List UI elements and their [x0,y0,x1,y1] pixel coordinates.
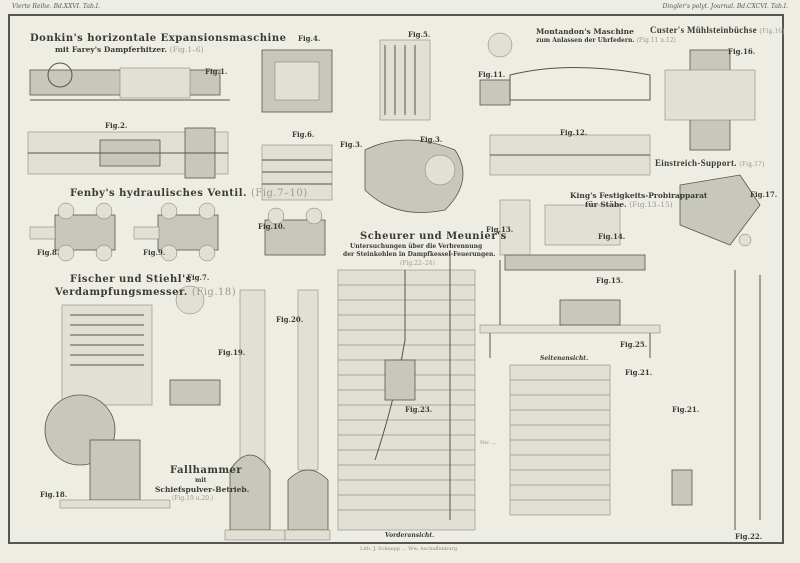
fig-label: Fig.3. [340,140,363,149]
fig-label: Fig.23. [405,405,433,414]
level-label: Niv. ... [480,440,497,446]
fig-label: Fig.6. [292,130,315,139]
donkin-title: Donkin's horizontale Expansionsmaschine [30,33,287,44]
fig-label: Fig.15. [596,276,624,285]
imprint: Lith. J. Schnepp ... Ww. Aschaffenburg [360,546,458,552]
king-sub: für Stäbe. (Fig.13–15) [585,200,673,209]
fischer-title: Fischer und Stiehl's [70,274,192,285]
fig-label: Fig.14. [598,232,626,241]
montandon-ref: (Fig.11 u.12) [636,37,677,44]
scheurer-ref: (Fig.22–24) [400,260,435,267]
plate-border [8,14,784,544]
fallhammer-ref: (Fig.19 u.20.) [172,495,214,502]
fig-label: Fig.19. [218,348,246,357]
fenby-ref: (Fig.7–10) [250,188,308,199]
fig-label: Fig.3. [420,135,443,144]
fig4-drawing [261,49,333,113]
fig-label: Fig.9. [143,248,166,257]
montandon-title: Montandon's Maschine [536,27,634,36]
donkin-ref: (Fig.1–6) [169,45,204,54]
fig7-drawing [169,285,221,406]
king-ref: (Fig.13–15) [629,200,673,209]
einstreich-ref: (Fig.17) [739,160,765,168]
montandon-subtitle: zum Anlassen der Uhrfedern. [536,37,635,44]
fig6-drawing [261,144,333,201]
fig-label: Fig.2. [105,121,128,130]
fig11-montandon [479,32,651,106]
fig-label: Fig.17. [750,190,778,199]
scheurer-line1: Untersuchungen über die Verbrennung [350,243,483,250]
fig3-drawing [364,139,464,213]
fig-label: Fig.20. [276,315,304,324]
fig-label: Fig.8. [37,248,60,257]
einstreich-heading: Einstreich-Support. (Fig.17) [655,158,765,168]
fig17-support [679,174,761,247]
fig25-testing-table [479,260,661,358]
donkin-subtitle: mit Farey's Dampferhitzer. [55,45,168,54]
fig-label: Fig.11. [478,70,506,79]
custer-title: Custer's Mühlsteinbüchse [650,25,757,35]
custer-heading: Custer's Mühlsteinbüchse (Fig.16) [650,25,785,35]
donkin-sub: mit Farey's Dampferhitzer. (Fig.1–6) [55,45,204,54]
custer-ref: (Fig.16) [759,27,785,35]
king-title: King's Festigkeits-Probirapparat [570,191,708,200]
fig13-15-king [499,199,646,271]
fig-label: Fig.1. [205,67,228,76]
fig20-fallhammer [284,289,331,541]
fig-label: Fig.21. [625,368,653,377]
fig-label: Fig.5. [408,30,431,39]
fig-label: Fig.16. [728,47,756,56]
header-right: Dingler's polyt. Journal. Bd.CXCVI. Tab.… [662,3,788,10]
fischer-ref: (Fig.18) [191,287,237,298]
fig23-brick-wall-front [337,250,476,531]
fig5-drawing [379,39,431,121]
montandon-sub: zum Anlassen der Uhrfedern. (Fig.11 u.12… [536,37,676,44]
fig-label: Fig.12. [560,128,588,137]
fig10-valve [264,207,326,256]
fig18-evaporation-meter [44,304,171,509]
vorderansicht-label: Vorderansicht. [385,532,435,539]
fig-label: Fig.13. [486,225,514,234]
fig-label: Fig.10. [258,222,286,231]
fig-label: Fig.25. [620,340,648,349]
fig22-column [671,270,761,530]
fig21-brick-wall-side [509,364,611,516]
fig2-plan-drawing [27,127,229,179]
einstreich-title: Einstreich-Support. [655,158,737,168]
king-subtitle: für Stäbe. [585,200,627,209]
fenby-heading: Fenby's hydraulisches Ventil. (Fig.7–10) [70,188,308,199]
fig12-montandon-plan [489,134,651,176]
fig1-engine-drawing [29,62,230,101]
fig-label: Fig.21. [672,405,700,414]
fig19-fallhammer [224,289,286,541]
fig16-custer [664,49,756,151]
fig8-valve [29,202,116,262]
fallhammer-sub: Schiefspulver-Betrieb. [155,485,250,494]
seitenansicht-label: Seitenansicht. [540,355,589,362]
fig-label: Fig.4. [298,34,321,43]
scheurer-title: Scheurer und Meunier's [360,231,507,242]
fig-label: Fig.22. [735,532,763,541]
fig-label: Fig.7. [187,273,210,282]
fallhammer-title: Fallhammer [170,465,243,476]
fischer-subtitle: Verdampfungsmesser. [55,287,188,298]
fenby-title: Fenby's hydraulisches Ventil. [70,188,247,199]
fig9-valve [133,202,219,262]
fig-label: Fig.18. [40,490,68,499]
fischer-sub: Verdampfungsmesser. (Fig.18) [55,287,236,298]
scheurer-line2: der Steinkohlen in Dampfkessel-Feuerunge… [343,251,496,258]
header-left: Vierte Reihe. Bd.XXVI. Tab.I. [12,3,101,10]
fallhammer-mid: mit [195,477,207,484]
